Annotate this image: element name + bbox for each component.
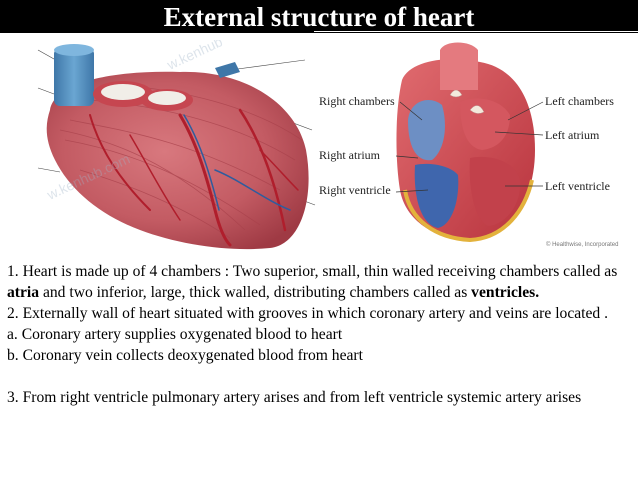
point-2: 2. Externally wall of heart situated wit… (7, 305, 609, 322)
label-left-atrium: Left atrium (545, 128, 600, 142)
label-left-ventricle: Left ventricle (545, 179, 610, 193)
point-1-text-a: 1. Heart is made up of 4 chambers : Two … (7, 263, 618, 280)
title-underline (314, 31, 638, 32)
point-1: 1. Heart is made up of 4 chambers : Two … (7, 261, 635, 303)
spacer (7, 366, 635, 387)
body-text: 1. Heart is made up of 4 chambers : Two … (7, 261, 635, 408)
label-right-ventricle: Right ventricle (319, 183, 391, 197)
point-2b: b. Coronary vein collects deoxygenated b… (7, 347, 363, 364)
point-1-text-b: and two inferior, large, thick walled, d… (39, 284, 472, 301)
label-left-chambers: Left chambers (545, 94, 614, 108)
term-atria: atria (7, 284, 40, 301)
slide-title: External structure of heart (163, 2, 475, 32)
heart-chambers-diagram (395, 42, 544, 243)
external-heart-illustration: w.kenhub.com w.kenhub (37, 40, 316, 250)
point-3: 3. From right ventricle pulmonary artery… (7, 389, 582, 406)
point-2a: a. Coronary artery supplies oxygenated b… (7, 326, 343, 343)
term-ventricles: ventricles. (471, 284, 540, 301)
label-right-atrium: Right atrium (319, 148, 380, 162)
label-right-chambers: Right chambers (319, 94, 395, 108)
image-credit: © Healthwise, Incorporated (546, 242, 619, 248)
title-bar: External structure of heart (0, 0, 638, 33)
